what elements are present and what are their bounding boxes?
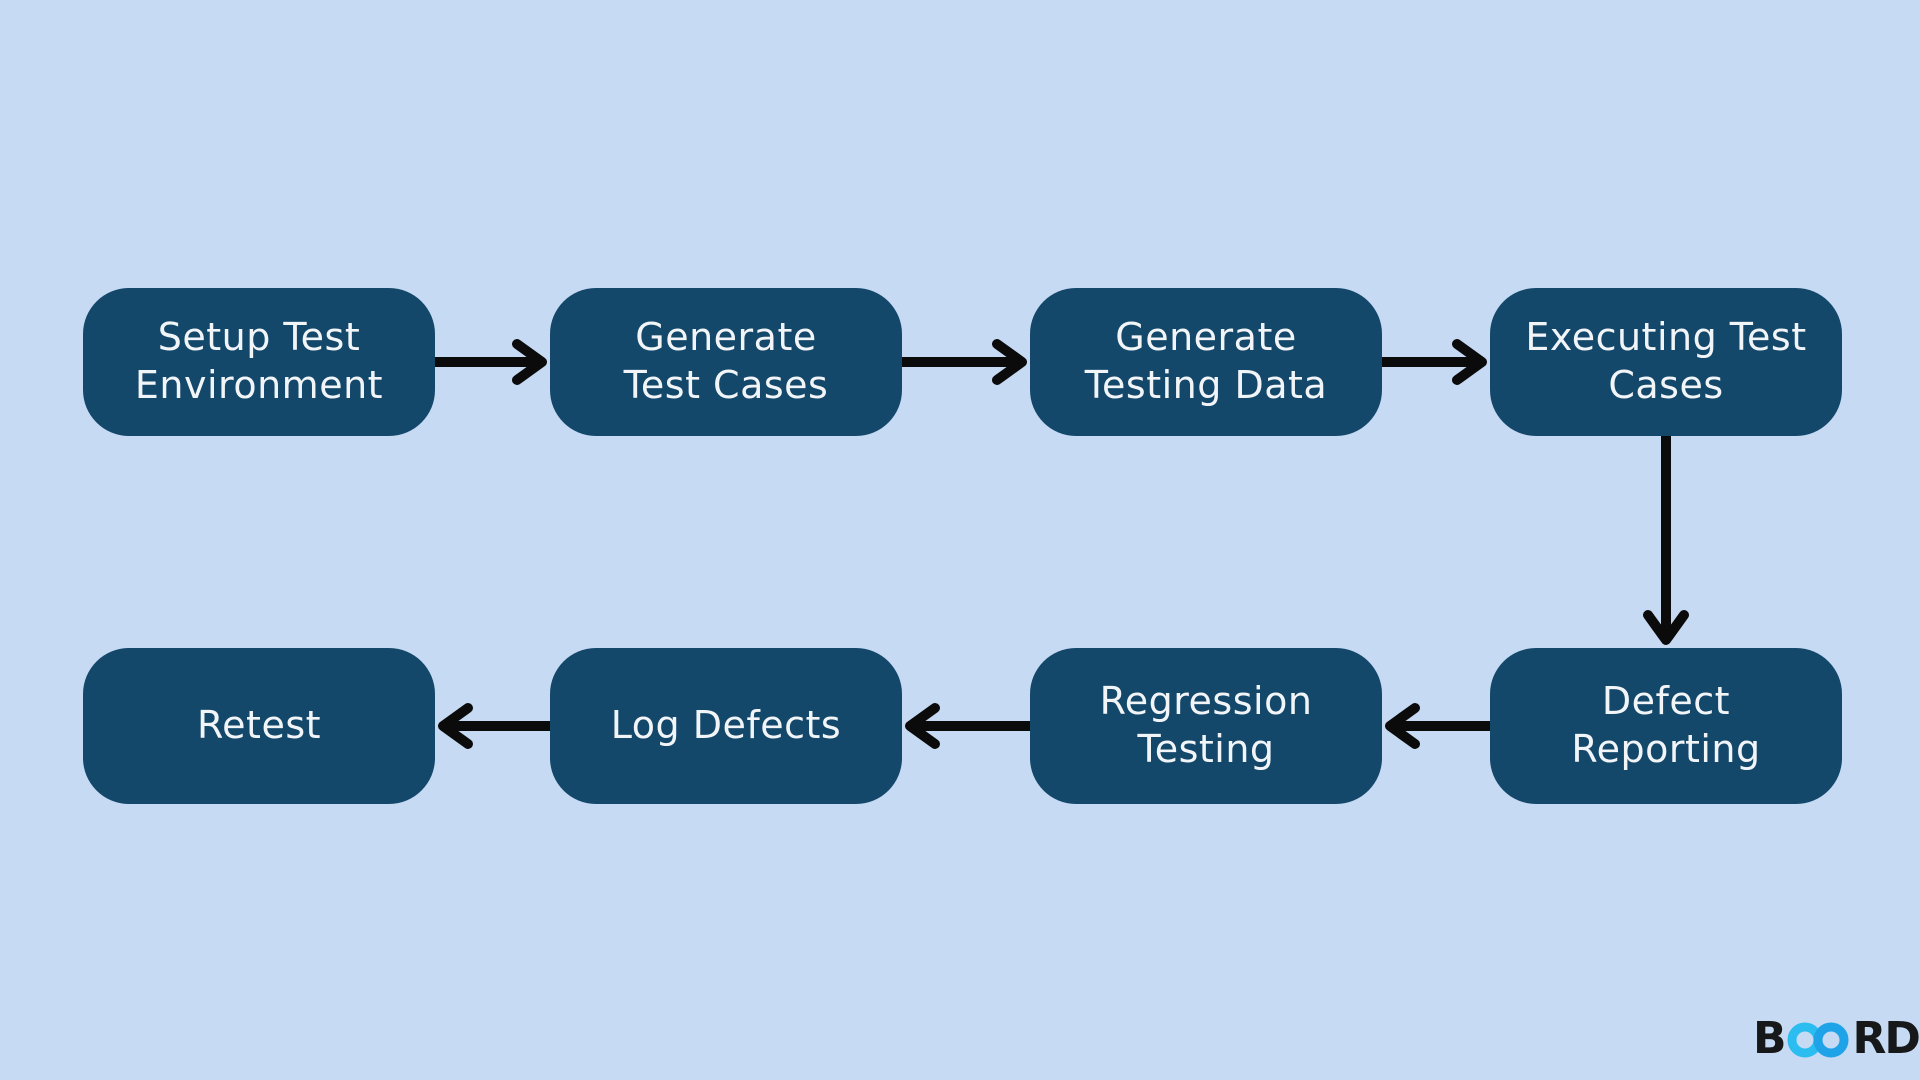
node-label-line: Executing Test — [1525, 315, 1807, 360]
node-label-line: Setup Test — [157, 315, 361, 360]
node-label-line: Generate — [1115, 315, 1297, 360]
infinity-icon — [1787, 1022, 1849, 1058]
node-label-line: Defect — [1601, 679, 1731, 724]
logo-text-prefix: B — [1753, 1012, 1787, 1064]
node-label-line: Log Defects — [610, 703, 842, 748]
node-label-line: Testing — [1137, 727, 1275, 771]
node-label-line: Regression — [1099, 679, 1313, 724]
logo-text-suffix: RD — [1852, 1012, 1920, 1064]
node-label-line: Retest — [196, 703, 322, 748]
node-log-defects: Log Defects — [550, 648, 902, 804]
node-label-line: Reporting — [1571, 727, 1761, 771]
node-label-line: Test Cases — [623, 363, 829, 407]
node-label-line: Environment — [134, 363, 384, 407]
node-label-line: Testing Data — [1084, 363, 1328, 407]
node-label-line: Generate — [635, 315, 817, 360]
node-retest: Retest — [83, 648, 435, 804]
node-label-line: Cases — [1608, 363, 1724, 407]
board-logo: B RD — [1753, 1012, 1920, 1064]
